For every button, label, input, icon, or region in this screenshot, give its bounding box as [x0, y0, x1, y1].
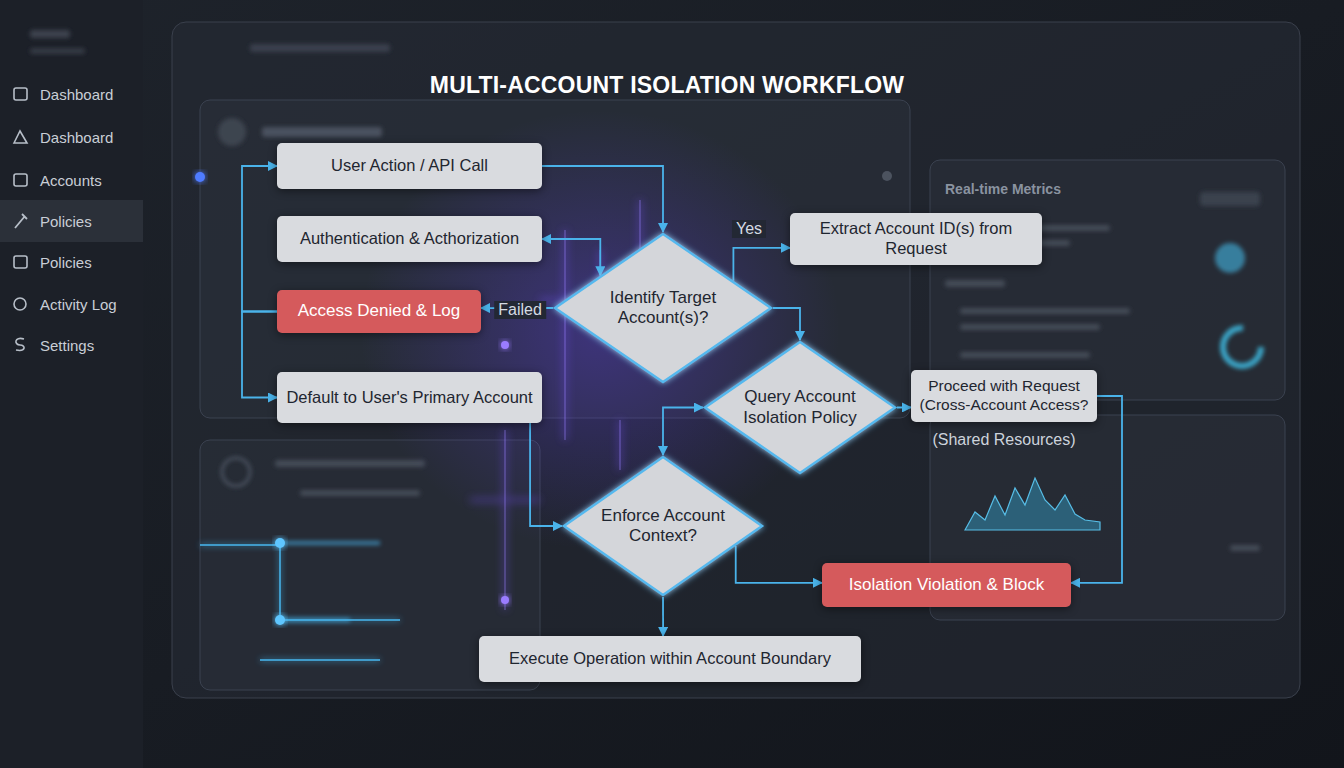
pie-chart: [1215, 243, 1245, 273]
flow-connector: [733, 248, 790, 281]
sidebar-item: Dashboard: [40, 129, 113, 146]
node-text: Extract Account ID(s) from Request: [796, 219, 1036, 259]
sidebar-icon: [14, 298, 26, 310]
glow-dot: [195, 172, 205, 182]
panel-heading: Real-time Metrics: [945, 181, 1061, 197]
node-text: User Action / API Call: [331, 156, 488, 176]
diagram-title: MULTI-ACCOUNT ISOLATION WORKFLOW: [0, 72, 1334, 99]
blurred-icon: [882, 171, 892, 181]
glow-dot: [501, 341, 509, 349]
flow-connector: [542, 239, 600, 275]
blurred-icon: [222, 458, 250, 486]
process-box: User Action / API Call: [277, 143, 542, 189]
blurred-logo: [30, 30, 70, 38]
blurred-button: [1200, 192, 1260, 206]
flow-connector: [773, 308, 800, 340]
process-box: Authentication & Acthorization: [277, 216, 542, 262]
blurred-text: [300, 490, 420, 496]
flow-connector: [530, 423, 562, 526]
blurred-text: [250, 44, 390, 52]
edge-label: Failed: [494, 301, 546, 319]
blurred-text: [262, 127, 382, 137]
alert-box: Access Denied & Log: [277, 290, 481, 333]
sidebar-icon: [14, 131, 27, 143]
sidebar-item: Policies: [40, 254, 92, 271]
sidebar-icon: [15, 214, 27, 228]
sidebar-item: Dashboard: [40, 86, 113, 103]
sidebar-item: Settings: [40, 337, 94, 354]
flow-connector: [242, 312, 277, 398]
app-window: [172, 22, 1300, 698]
flow-connector: [662, 597, 664, 636]
blurred-text: [275, 460, 425, 467]
sidebar-icon: [14, 174, 27, 186]
flow-connector: [897, 407, 911, 409]
decision-diamond: Identify Target Account(s)?: [553, 232, 773, 384]
process-box: Extract Account ID(s) from Request: [790, 213, 1042, 265]
flow-connector: [542, 166, 663, 232]
node-text: Execute Operation within Account Boundar…: [509, 649, 831, 669]
alert-box: Isolation Violation & Block: [822, 563, 1071, 607]
node-note: (Shared Resources): [891, 430, 1117, 449]
flow-connector: [736, 546, 822, 583]
blurred-text: [945, 280, 1005, 287]
sidebar-highlight: [0, 200, 143, 242]
flow-connector: [1071, 396, 1122, 583]
sidebar-item: Accounts: [40, 172, 102, 189]
flow-connector: [242, 166, 277, 312]
node-text: Proceed with Request (Cross-Account Acce…: [917, 377, 1091, 414]
node-text: Identify Target Account(s)?: [593, 288, 734, 329]
glow-line: [200, 545, 400, 660]
donut-chart: [1223, 328, 1261, 366]
sidebar-icon: [14, 88, 27, 100]
glow-dot: [275, 615, 285, 625]
node-text: Enforce Account Context?: [591, 506, 736, 547]
node-text: Query Account Isolation Policy: [736, 387, 864, 428]
flow-connector: [663, 408, 703, 456]
blurred-text: [1230, 545, 1260, 551]
blurred-text: [960, 324, 1100, 330]
blurred-logo: [30, 48, 85, 54]
process-box: Default to User's Primary Account: [277, 372, 542, 423]
sidebar-icon: [16, 338, 24, 350]
node-text: Access Denied & Log: [298, 301, 461, 321]
decision-diamond: Query Account Isolation Policy: [703, 340, 897, 475]
node-text: Authentication & Acthorization: [300, 229, 519, 249]
sidebar: [0, 0, 143, 768]
blurred-text: [960, 308, 1130, 314]
edge-label: Yes: [732, 220, 766, 238]
node-text: Isolation Violation & Block: [849, 575, 1044, 595]
glow-dot: [501, 596, 509, 604]
node-text: Default to User's Primary Account: [286, 388, 532, 408]
blurred-avatar: [218, 118, 246, 146]
area-chart: [965, 478, 1100, 530]
sidebar-item: Policies: [40, 213, 92, 230]
glow-dot: [275, 538, 285, 548]
process-box: Proceed with Request (Cross-Account Acce…: [911, 370, 1097, 422]
sidebar-item: Activity Log: [40, 296, 117, 313]
progress-bar: [282, 543, 380, 620]
diamond-outline: [705, 342, 895, 473]
diamond-outline: [564, 457, 762, 595]
blurred-text: [960, 352, 1090, 358]
process-box: Execute Operation within Account Boundar…: [479, 636, 861, 682]
diamond-outline: [555, 234, 771, 382]
sidebar-icon: [14, 256, 27, 268]
decision-diamond: Enforce Account Context?: [562, 455, 764, 597]
panel: [930, 160, 1285, 400]
